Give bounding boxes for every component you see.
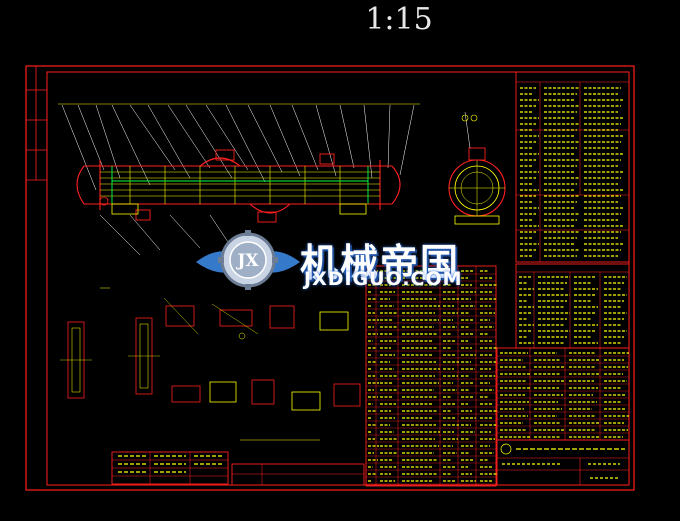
binding-strip bbox=[26, 66, 47, 181]
standards-table bbox=[111, 451, 229, 485]
parts-list-grid bbox=[366, 273, 496, 485]
tech-data-table bbox=[515, 71, 630, 263]
notes-table bbox=[231, 463, 365, 486]
emblem-letters: JX bbox=[235, 251, 259, 271]
revision-grid bbox=[497, 355, 629, 441]
outer-frame bbox=[25, 65, 635, 491]
revision-table bbox=[496, 347, 630, 441]
saddles bbox=[111, 203, 367, 215]
title-block-lines bbox=[502, 448, 625, 479]
watermark-emblem: JX bbox=[196, 230, 300, 290]
tube-bundle bbox=[100, 166, 380, 204]
green-baffles bbox=[111, 166, 369, 204]
detail-views bbox=[60, 287, 361, 441]
nozzle-table-text bbox=[519, 276, 627, 344]
main-exchanger-view bbox=[58, 103, 420, 256]
title-block bbox=[496, 439, 630, 486]
shell-body bbox=[76, 157, 401, 214]
watermark-chinese-text: 机械帝国 bbox=[300, 241, 461, 285]
tech-data-text bbox=[520, 87, 624, 257]
parts-list-text bbox=[368, 270, 497, 482]
scale-label: 1:15 bbox=[365, 2, 433, 37]
end-section-view bbox=[448, 111, 506, 225]
nozzle-table bbox=[515, 263, 630, 349]
watermark-english-text: JXDIGUO.COM bbox=[304, 268, 463, 290]
standards-text bbox=[118, 455, 224, 473]
nozzles bbox=[135, 149, 335, 223]
end-flange-marker bbox=[99, 196, 109, 206]
revision-text bbox=[500, 352, 629, 438]
